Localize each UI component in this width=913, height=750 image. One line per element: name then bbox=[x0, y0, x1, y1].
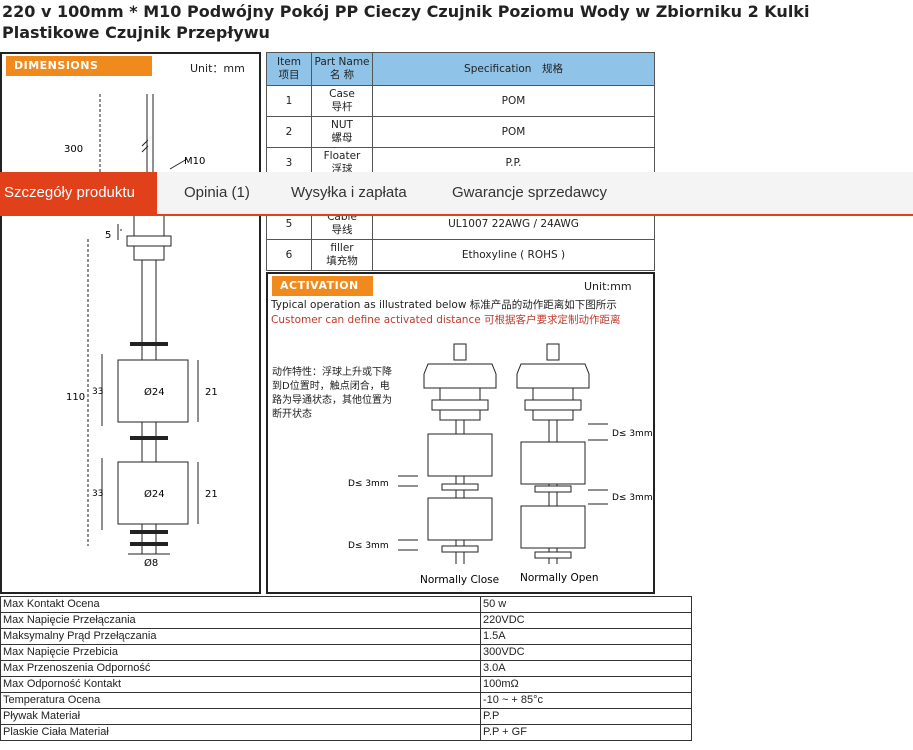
tab-product-details[interactable]: Szczegóły produktu bbox=[0, 172, 157, 214]
spec-item: 2 bbox=[266, 116, 312, 148]
property-value: P.P + GF bbox=[480, 724, 692, 741]
spec-item: 1 bbox=[266, 85, 312, 117]
dim-dia8-label: Ø8 bbox=[144, 557, 158, 569]
dim-33-bottom-label: 33 bbox=[92, 489, 103, 499]
property-value: 220VDC bbox=[480, 612, 692, 629]
property-value: 3.0A bbox=[480, 660, 692, 677]
dim-33-top-label: 33 bbox=[92, 387, 103, 397]
sensor-drawing: 300 M10 5 110 33 Ø24 21 33 Ø24 21 Ø8 bbox=[64, 94, 218, 569]
dim-5-label: 5 bbox=[105, 230, 111, 241]
tab-seller-guarantees[interactable]: Gwarancje sprzedawcy bbox=[452, 184, 608, 201]
dim-m10-label: M10 bbox=[184, 156, 205, 167]
table-row: Temperatura Ocena-10 ~ + 85°c bbox=[0, 692, 692, 709]
property-key: Pływak Materiał bbox=[0, 708, 481, 725]
property-key: Max Kontakt Ocena bbox=[0, 596, 481, 613]
property-key: Plaskie Ciała Materiał bbox=[0, 724, 481, 741]
spec-value: Ethoxyline ( ROHS ) bbox=[372, 239, 655, 271]
property-key: Max Napięcie Przełączania bbox=[0, 612, 481, 629]
dimensions-unit: Unit：mm bbox=[190, 62, 245, 75]
dim-110-label: 110 bbox=[66, 392, 85, 403]
activation-characteristics: 动作特性：浮球上升或下降到D位置时，触点闭合，电路为导通状态，其他位置为断开状态 bbox=[272, 367, 392, 420]
tab-shipping-payment[interactable]: Wysyłka i zapłata bbox=[291, 184, 407, 201]
activation-header: ACTIVATION bbox=[272, 276, 373, 296]
spec-value: POM bbox=[372, 116, 655, 148]
product-tabs: Szczegóły produktu Opinia (1) Wysyłka i … bbox=[0, 172, 913, 216]
d-label-open-top: D≤ 3mm bbox=[612, 429, 653, 439]
dim-21-top-label: 21 bbox=[205, 387, 218, 398]
activation-diagram: ACTIVATION Unit:mm Typical operation as … bbox=[266, 272, 655, 594]
dim-dia24-bottom-label: Ø24 bbox=[144, 488, 165, 500]
property-key: Maksymalny Prąd Przełączania bbox=[0, 628, 481, 645]
dim-21-bottom-label: 21 bbox=[205, 489, 218, 500]
dim-300-label: 300 bbox=[64, 144, 83, 155]
dimensions-header: DIMENSIONS bbox=[6, 56, 152, 76]
property-key: Max Przenoszenia Odporność bbox=[0, 660, 481, 677]
property-value: P.P bbox=[480, 708, 692, 725]
tab-reviews[interactable]: Opinia (1) bbox=[184, 184, 250, 201]
property-key: Max Odporność Kontakt bbox=[0, 676, 481, 693]
d-label-close-top: D≤ 3mm bbox=[348, 479, 389, 489]
activation-unit: Unit:mm bbox=[584, 280, 632, 293]
activation-typical-text: Typical operation as illustrated below 标… bbox=[271, 299, 617, 311]
dimensions-diagram: DIMENSIONS Unit：mm 300 M10 5 bbox=[0, 52, 261, 594]
property-value: 300VDC bbox=[480, 644, 692, 661]
product-title: 220 v 100mm * M10 Podwójny Pokój PP Ciec… bbox=[2, 2, 810, 42]
property-key: Max Napięcie Przebicia bbox=[0, 644, 481, 661]
property-value: 100mΩ bbox=[480, 676, 692, 693]
activation-customer-text: Customer can define activated distance 可… bbox=[271, 314, 621, 326]
dim-dia24-top-label: Ø24 bbox=[144, 386, 165, 398]
property-value: 50 w bbox=[480, 596, 692, 613]
property-key: Temperatura Ocena bbox=[0, 692, 481, 709]
property-value: 1.5A bbox=[480, 628, 692, 645]
property-value: -10 ~ + 85°c bbox=[480, 692, 692, 709]
activation-drawing: D≤ 3mm D≤ 3mm D≤ 3mm D≤ 3mm Normally Clo… bbox=[348, 343, 653, 586]
spec-value: POM bbox=[372, 85, 655, 117]
spec-item: 6 bbox=[266, 239, 312, 271]
d-label-close-bottom: D≤ 3mm bbox=[348, 541, 389, 551]
normally-close-label: Normally Close bbox=[420, 574, 499, 586]
normally-open-label: Normally Open bbox=[520, 572, 599, 584]
spec-header-specification: Specification 规格 bbox=[372, 52, 655, 86]
d-label-open-bottom: D≤ 3mm bbox=[612, 493, 653, 503]
